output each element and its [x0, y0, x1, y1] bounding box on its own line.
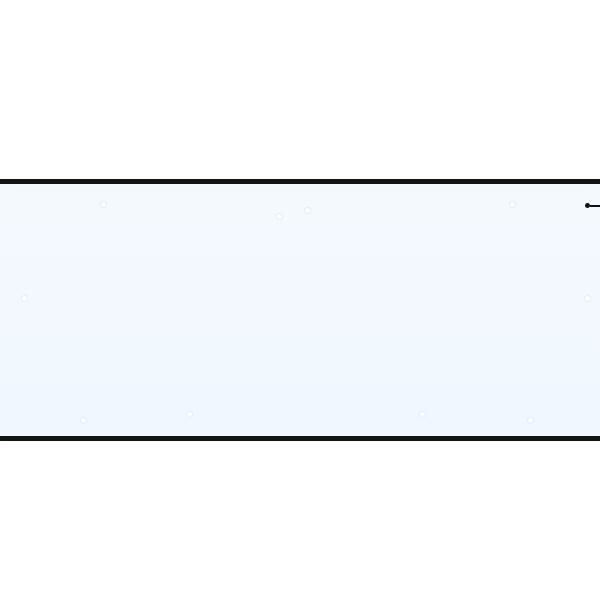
panel-top-highlight [9, 184, 591, 188]
top-right-marker [583, 202, 600, 210]
panel-dot [510, 202, 515, 207]
panel-dot [187, 412, 192, 417]
panel-dot [81, 418, 86, 423]
panel-dot [305, 208, 310, 213]
panel-dot [585, 296, 590, 301]
panel-dot [22, 296, 27, 301]
panel-dot [277, 214, 282, 219]
panel-dot [420, 412, 425, 417]
pin-icon [585, 203, 590, 208]
blank-panel [0, 179, 600, 441]
pin-line [590, 205, 600, 207]
panel-dot [528, 418, 533, 423]
panel-dot [101, 202, 106, 207]
panel-surface [0, 184, 600, 436]
